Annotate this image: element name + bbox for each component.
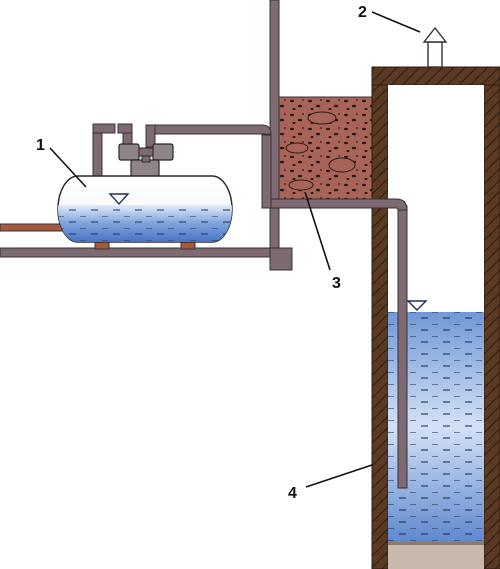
pressure-tank [57,175,233,250]
leader-line-4 [305,464,373,488]
label-1-group: 1 [36,137,87,188]
label-4-group: 4 [288,464,373,502]
tank-inlet-pipes [92,123,133,177]
label-1: 1 [36,137,45,154]
well-shaft [371,66,500,569]
label-2: 2 [358,4,367,21]
leader-line-2 [371,11,421,33]
leader-line-3 [304,191,331,271]
label-3: 3 [332,275,341,292]
leader-line-1 [49,147,87,188]
suction-pipe [145,124,408,489]
vent-cap [422,26,448,68]
pump-valve-assembly [118,143,174,179]
soil-filter [278,96,376,203]
label-2-group: 2 [358,4,421,33]
label-3-group: 3 [304,191,341,292]
label-4: 4 [288,485,297,502]
